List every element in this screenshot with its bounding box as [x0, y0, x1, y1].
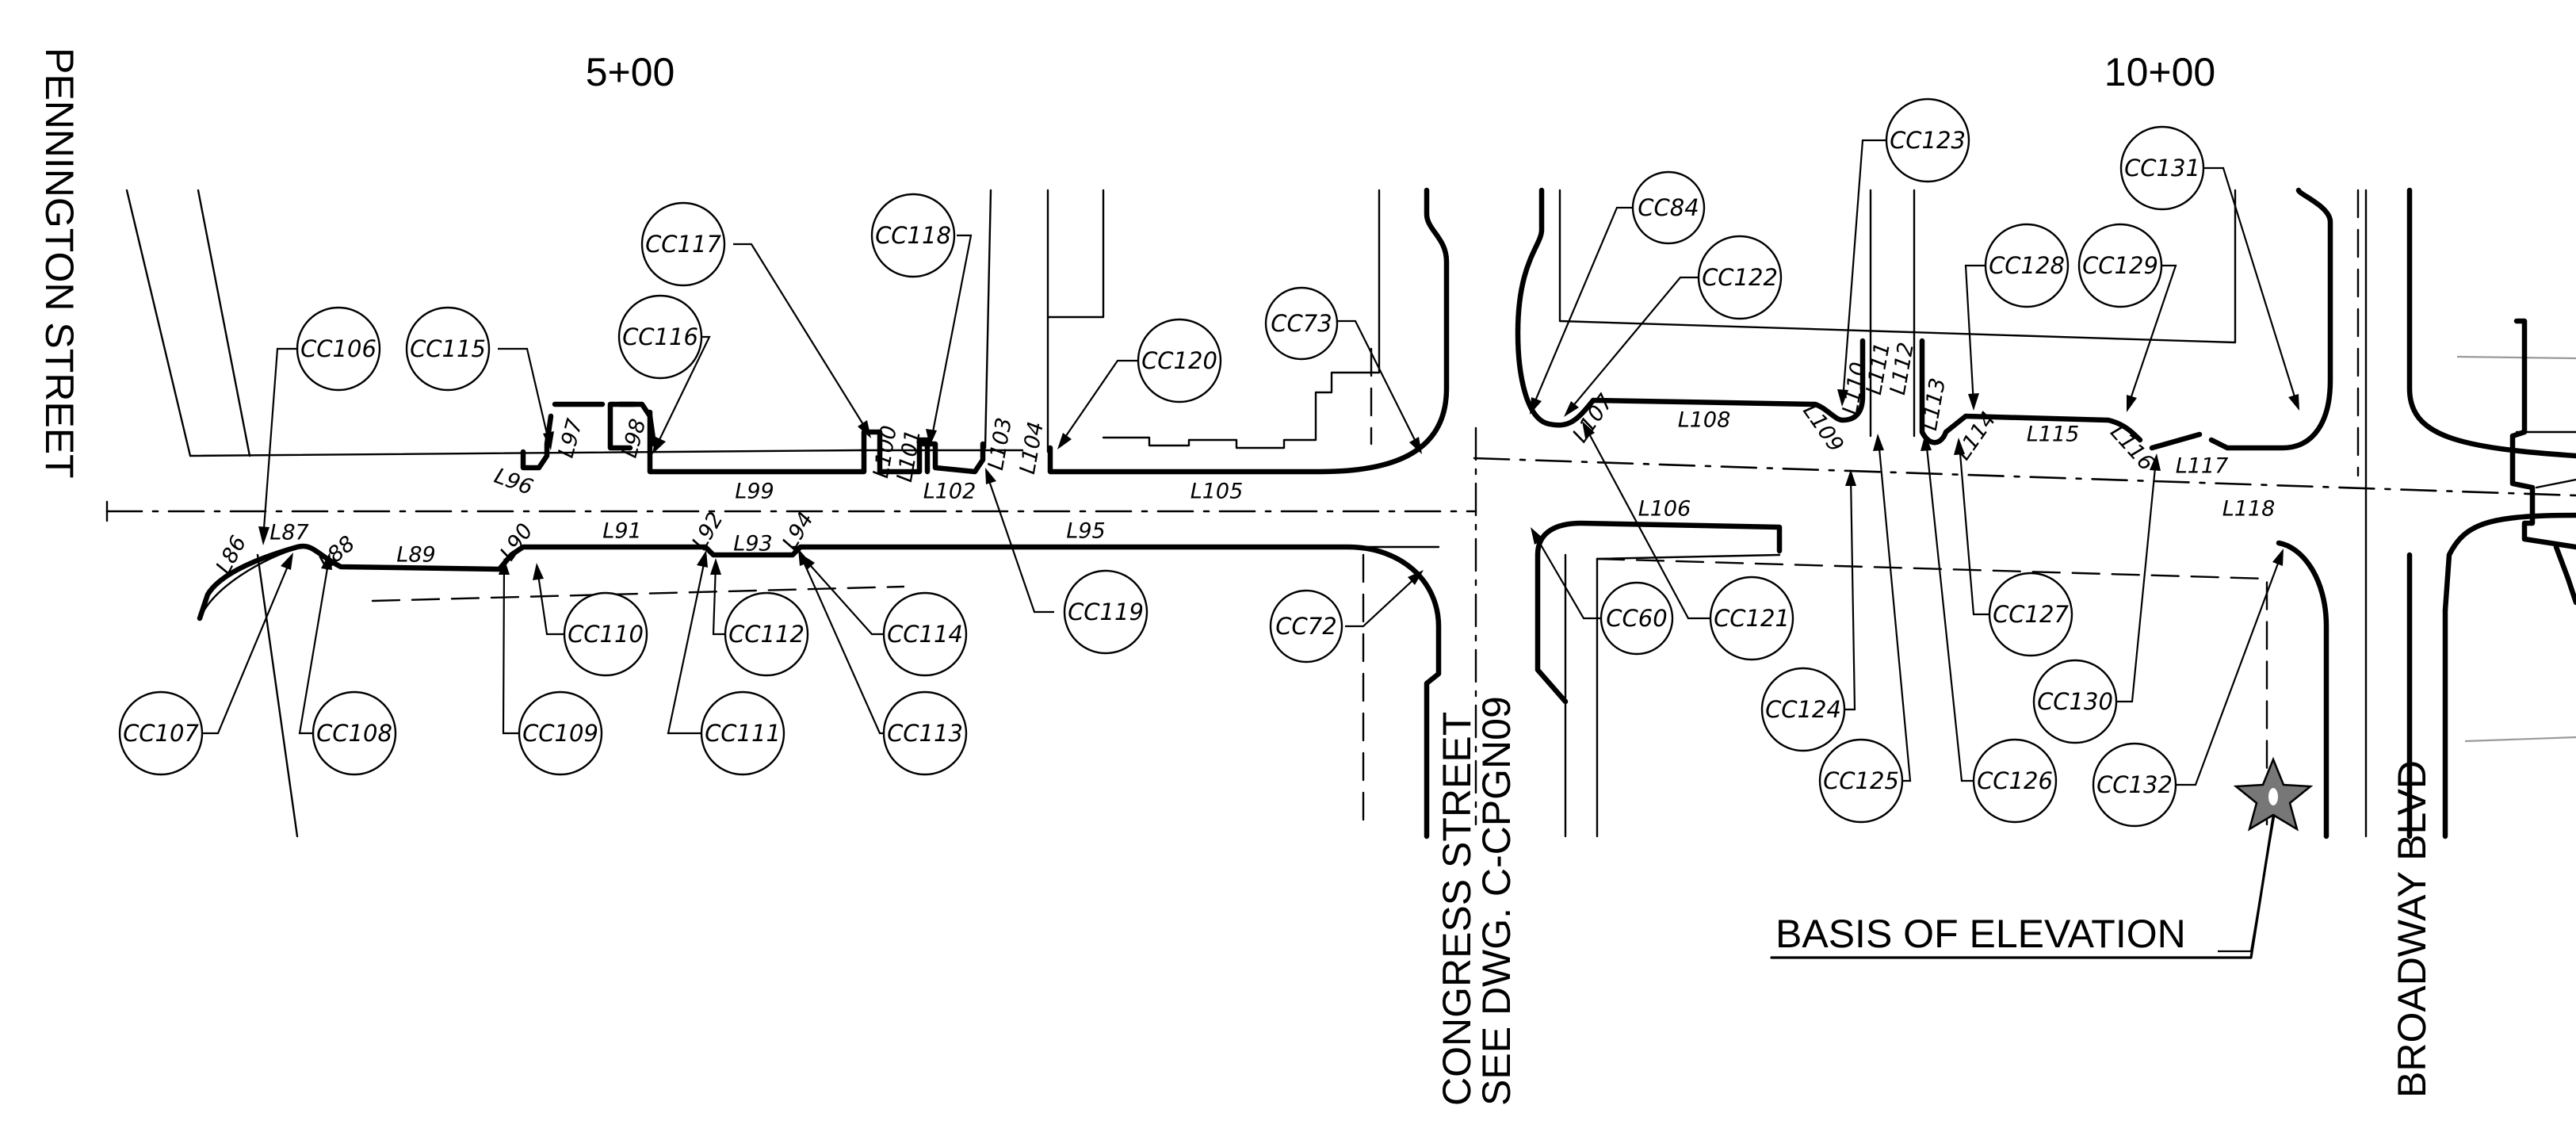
leader-lines: [202, 139, 2299, 953]
segment-l104: L104: [1015, 420, 1049, 476]
svg-text:CC130: CC130: [2037, 688, 2113, 715]
base-linework: [105, 189, 2576, 838]
svg-text:CC120: CC120: [1141, 347, 1217, 374]
segment-l95: L95: [1066, 519, 1105, 544]
callout-cc113: CC113: [882, 690, 968, 776]
callout-cc123: CC123: [1885, 98, 1970, 183]
callout-cc116: CC116: [617, 294, 703, 380]
segment-l115: L115: [2027, 423, 2080, 447]
segment-l90: L90: [495, 519, 538, 565]
callout-cc84: CC84: [1631, 170, 1706, 245]
svg-text:CC124: CC124: [1765, 696, 1841, 723]
svg-text:CC107: CC107: [123, 720, 199, 747]
svg-text:CC72: CC72: [1275, 613, 1336, 640]
callout-cc126: CC126: [1972, 738, 2058, 824]
svg-text:CC60: CC60: [1606, 605, 1667, 632]
segment-l118: L118: [2222, 497, 2276, 522]
segment-l97: L97: [554, 416, 588, 461]
callout-cc131: CC131: [2119, 125, 2205, 211]
callout-cc106: CC106: [296, 306, 381, 392]
basis-of-elevation: BASIS OF ELEVATION: [1770, 756, 2314, 959]
svg-text:CC125: CC125: [1823, 767, 1899, 794]
callout-cc121: CC121: [1709, 576, 1794, 661]
svg-text:CC119: CC119: [1068, 599, 1144, 625]
svg-text:CC126: CC126: [1977, 767, 2053, 794]
segment-l106: L106: [1638, 497, 1691, 522]
svg-text:CC116: CC116: [622, 323, 698, 350]
centerline-east: [1473, 457, 2576, 497]
svg-text:CC106: CC106: [300, 335, 376, 362]
callout-cc107: CC107: [118, 690, 204, 776]
segment-l93: L93: [733, 532, 772, 556]
callout-cc122: CC122: [1697, 235, 1783, 320]
station-label-5: 5+00: [586, 50, 675, 94]
callout-cc117: CC117: [640, 201, 726, 287]
star-icon: [2233, 756, 2314, 832]
callout-cc109: CC109: [518, 690, 603, 776]
svg-text:CC132: CC132: [2096, 771, 2173, 798]
street-label-congress-ref: SEE DWG. C-CPGN09: [1474, 696, 1519, 1106]
callout-cc125: CC125: [1818, 738, 1904, 824]
svg-text:CC122: CC122: [1702, 264, 1778, 291]
basis-of-elevation-label: BASIS OF ELEVATION: [1775, 912, 2186, 956]
svg-text:CC117: CC117: [645, 231, 721, 258]
callout-cc72: CC72: [1269, 589, 1343, 664]
segment-l89: L89: [396, 543, 435, 568]
callout-cc115: CC115: [405, 306, 491, 392]
callout-cc127: CC127: [1988, 572, 2073, 657]
callout-cc128: CC128: [1984, 223, 2070, 308]
callout-cc119: CC119: [1063, 569, 1148, 655]
callout-cc73: CC73: [1264, 286, 1339, 361]
segment-l108: L108: [1678, 408, 1731, 433]
svg-text:CC109: CC109: [522, 720, 598, 747]
callout-cc110: CC110: [563, 591, 648, 677]
segment-labels: L86 L87 L88 L89 L90 L91 L92 L93 L94 L95 …: [212, 341, 2276, 579]
street-label-pennington: PENNINGTON STREET: [37, 48, 82, 479]
segment-l102: L102: [923, 480, 977, 504]
segment-l105: L105: [1191, 480, 1244, 504]
svg-text:CC129: CC129: [2082, 252, 2158, 279]
svg-text:CC123: CC123: [1890, 127, 1966, 154]
callout-cc130: CC130: [2032, 659, 2118, 744]
svg-text:CC118: CC118: [875, 222, 951, 249]
callout-cc60: CC60: [1599, 581, 1674, 656]
callout-cc118: CC118: [870, 193, 956, 278]
svg-text:CC121: CC121: [1714, 605, 1790, 632]
south-curb-west: [197, 543, 1442, 839]
segment-l86: L86: [212, 532, 252, 578]
svg-text:CC73: CC73: [1271, 310, 1332, 337]
svg-text:CC112: CC112: [728, 621, 805, 648]
segment-l91: L91: [602, 519, 641, 544]
callout-cc132: CC132: [2092, 742, 2177, 828]
segment-l99: L99: [735, 480, 774, 504]
callout-bubbles: CC106 CC115 CC116 CC117 CC118 CC120 CC73…: [118, 98, 2205, 828]
svg-text:CC110: CC110: [568, 621, 644, 648]
svg-text:CC127: CC127: [1993, 601, 2069, 628]
segment-l103: L103: [984, 416, 1017, 472]
east-curbs: [1515, 187, 2576, 839]
svg-text:CC113: CC113: [887, 720, 963, 747]
callout-cc112: CC112: [724, 591, 809, 677]
svg-text:CC131: CC131: [2124, 155, 2200, 182]
segment-l98: L98: [617, 416, 652, 461]
station-label-10: 10+00: [2104, 50, 2215, 94]
svg-text:CC111: CC111: [705, 720, 781, 747]
segment-l117: L117: [2176, 454, 2229, 479]
segment-l87: L87: [269, 521, 308, 545]
callout-cc129: CC129: [2077, 223, 2163, 308]
callout-cc120: CC120: [1137, 318, 1222, 403]
svg-text:CC115: CC115: [410, 335, 486, 362]
street-label-congress: CONGRESS STREET: [1435, 712, 1479, 1106]
callout-cc114: CC114: [882, 591, 968, 677]
callout-cc124: CC124: [1760, 667, 1846, 752]
svg-text:CC84: CC84: [1638, 194, 1699, 221]
callout-cc111: CC111: [700, 690, 785, 776]
svg-text:CC108: CC108: [316, 720, 392, 747]
svg-text:CC114: CC114: [887, 621, 963, 648]
svg-text:CC128: CC128: [1989, 252, 2065, 279]
callout-cc108: CC108: [311, 690, 397, 776]
